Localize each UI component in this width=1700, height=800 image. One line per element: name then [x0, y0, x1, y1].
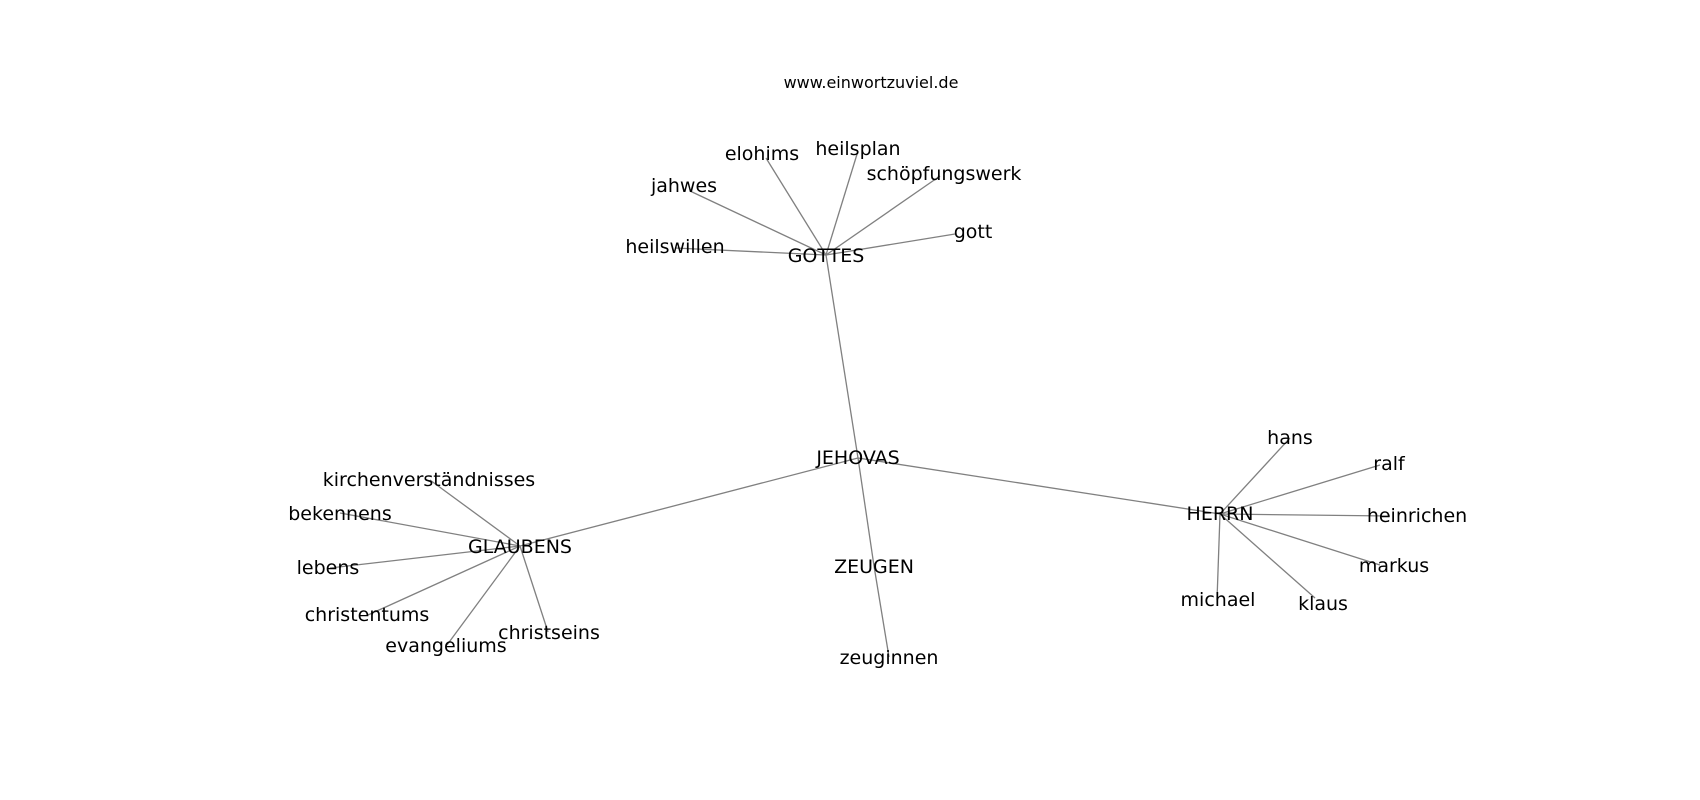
- site-title: www.einwortzuviel.de: [784, 73, 959, 92]
- edge-zeugen-zeuginnen: [873, 565, 890, 658]
- edge-herrn-ralf: [1219, 464, 1381, 515]
- node-zeuginnen: zeuginnen: [840, 647, 939, 669]
- edge-gottes-schoepfungswerk: [825, 175, 941, 256]
- node-kirchenverstaendnisses: kirchenverständnisses: [323, 469, 535, 491]
- node-michael: michael: [1181, 589, 1256, 611]
- node-elohims: elohims: [725, 143, 799, 165]
- edge-glaubens-christseins: [519, 545, 549, 633]
- node-heilswillen: heilswillen: [625, 236, 724, 258]
- node-lebens: lebens: [297, 557, 360, 579]
- edge-jehovas-zeugen: [857, 457, 875, 567]
- edge-herrn-klaus: [1219, 513, 1316, 599]
- node-herrn: HERRN: [1187, 503, 1254, 525]
- node-heinrichen: heinrichen: [1367, 505, 1467, 527]
- node-christentums: christentums: [305, 604, 430, 626]
- edge-gottes-gott: [825, 233, 956, 256]
- node-markus: markus: [1359, 555, 1429, 577]
- edge-jehovas-gottes: [825, 254, 859, 459]
- edge-herrn-markus: [1219, 513, 1381, 566]
- node-labels: JEHOVAS GOTTES GLAUBENS HERRN ZEUGEN zeu…: [288, 138, 1467, 669]
- edge-jehovas-glaubens: [519, 457, 859, 547]
- edge-herrn-hans: [1219, 437, 1291, 515]
- edge-herrn-heinrichen: [1219, 513, 1391, 517]
- node-gottes: GOTTES: [788, 245, 865, 267]
- edge-herrn-michael: [1216, 513, 1221, 601]
- edge-glaubens-lebens: [329, 545, 521, 569]
- node-evangeliums: evangeliums: [385, 635, 506, 657]
- node-ralf: ralf: [1373, 453, 1406, 475]
- edge-jehovas-herrn: [857, 457, 1221, 515]
- node-christseins: christseins: [498, 622, 600, 644]
- node-jehovas: JEHOVAS: [815, 447, 899, 469]
- edge-glaubens-kirchenverstaendnisses: [429, 479, 521, 547]
- node-glaubens: GLAUBENS: [468, 536, 572, 558]
- node-hans: hans: [1267, 427, 1313, 449]
- node-gott: gott: [954, 221, 993, 243]
- node-bekennens: bekennens: [288, 503, 391, 525]
- edge-gottes-jahwes: [689, 190, 827, 256]
- node-schoepfungswerk: schöpfungswerk: [867, 163, 1022, 185]
- node-heilsplan: heilsplan: [815, 138, 900, 160]
- edges: [329, 150, 1391, 658]
- edge-glaubens-evangeliums: [446, 545, 521, 646]
- edge-glaubens-christentums: [367, 545, 521, 616]
- node-klaus: klaus: [1298, 593, 1348, 615]
- node-jahwes: jahwes: [650, 175, 717, 197]
- edge-gottes-heilswillen: [674, 247, 827, 256]
- node-zeugen: ZEUGEN: [834, 556, 914, 578]
- edge-gottes-elohims: [765, 157, 827, 256]
- edge-glaubens-bekennens: [339, 512, 521, 547]
- edge-gottes-heilsplan: [825, 150, 859, 256]
